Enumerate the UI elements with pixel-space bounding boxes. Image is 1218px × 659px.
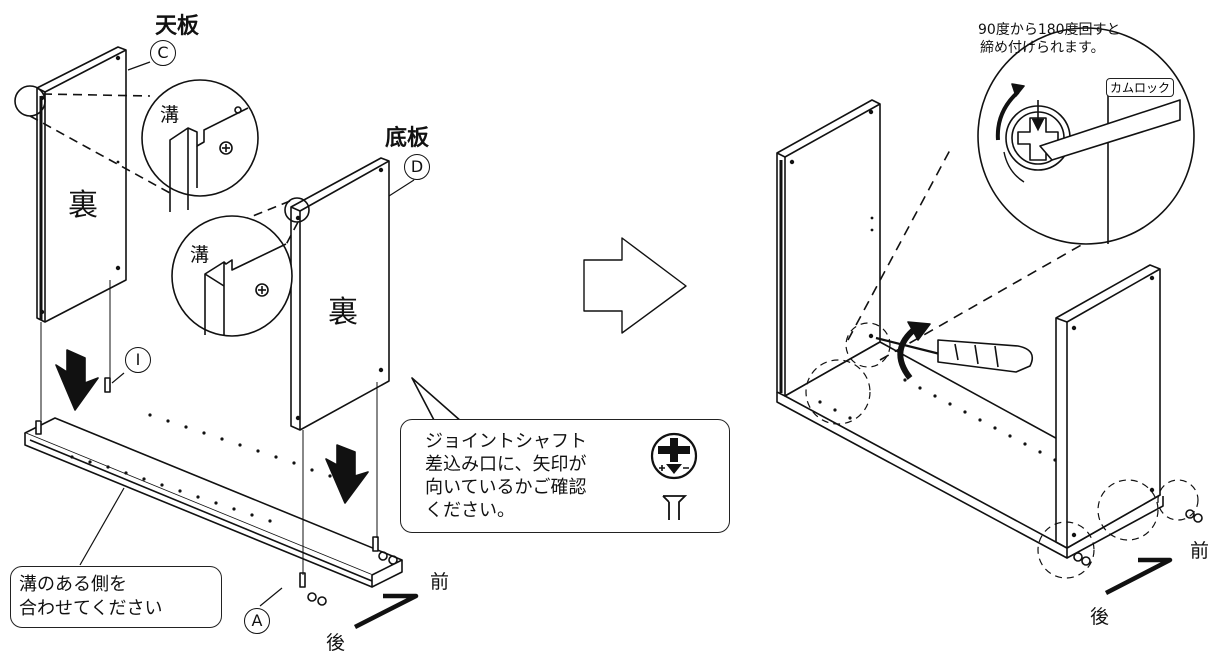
align-note-line1: 溝のある側を [19, 574, 127, 595]
bottom-board-d [290, 157, 390, 431]
align-note-line2: 合わせてください [19, 598, 163, 619]
back-label-right: 後 [1090, 606, 1110, 628]
top-board-label: 天板 [155, 14, 200, 39]
groove-label-2: 溝 [190, 244, 210, 266]
bottom-board-marker: D [404, 154, 430, 180]
back-side-text-2: 裏 [328, 295, 358, 330]
zoom-cam-lock [977, 27, 1195, 245]
bottom-board-label: 底板 [385, 126, 430, 151]
next-step-arrow [583, 237, 687, 334]
top-board-c [36, 46, 127, 323]
back-side-text-1: 裏 [68, 188, 98, 223]
shaft-arrow-icon [650, 432, 698, 520]
shaft-note-box: ジョイントシャフト 差込み口に、矢印が 向いているかご確認 ください。 [400, 419, 730, 533]
zoom-groove-1 [141, 79, 259, 212]
back-label-left: 後 [326, 632, 346, 654]
top-board-marker: C [150, 40, 176, 66]
align-note-box: 溝のある側を 合わせてください [10, 566, 222, 628]
base-marker: A [244, 608, 270, 634]
base-cam-fittings [307, 551, 398, 606]
groove-label-1: 溝 [160, 104, 180, 126]
screwdriver [875, 336, 1034, 373]
cam-lock-label: カムロック [1106, 78, 1175, 97]
base-board-a [24, 417, 403, 588]
unit-cam-fittings [1073, 509, 1203, 566]
shaft-note-line1: ジョイントシャフト [425, 431, 587, 452]
front-label-right: 前 [1190, 540, 1210, 562]
dowel-marker: I [125, 347, 151, 373]
shaft-note-line2: 差込み口に、矢印が [425, 454, 587, 475]
assembled-unit [776, 99, 1164, 559]
dowels [35, 377, 379, 588]
down-arrow-2 [325, 444, 369, 504]
shaft-note-line4: ください。 [425, 500, 515, 521]
down-arrow-1 [55, 349, 99, 411]
rotate-note-line2: 締め付けられます。 [980, 40, 1105, 56]
front-label-left: 前 [430, 571, 450, 593]
zoom-groove-2 [171, 215, 293, 337]
shaft-note-line3: 向いているかご確認 [425, 477, 587, 498]
rotate-note-line1: 90度から180度回すと [978, 22, 1121, 38]
